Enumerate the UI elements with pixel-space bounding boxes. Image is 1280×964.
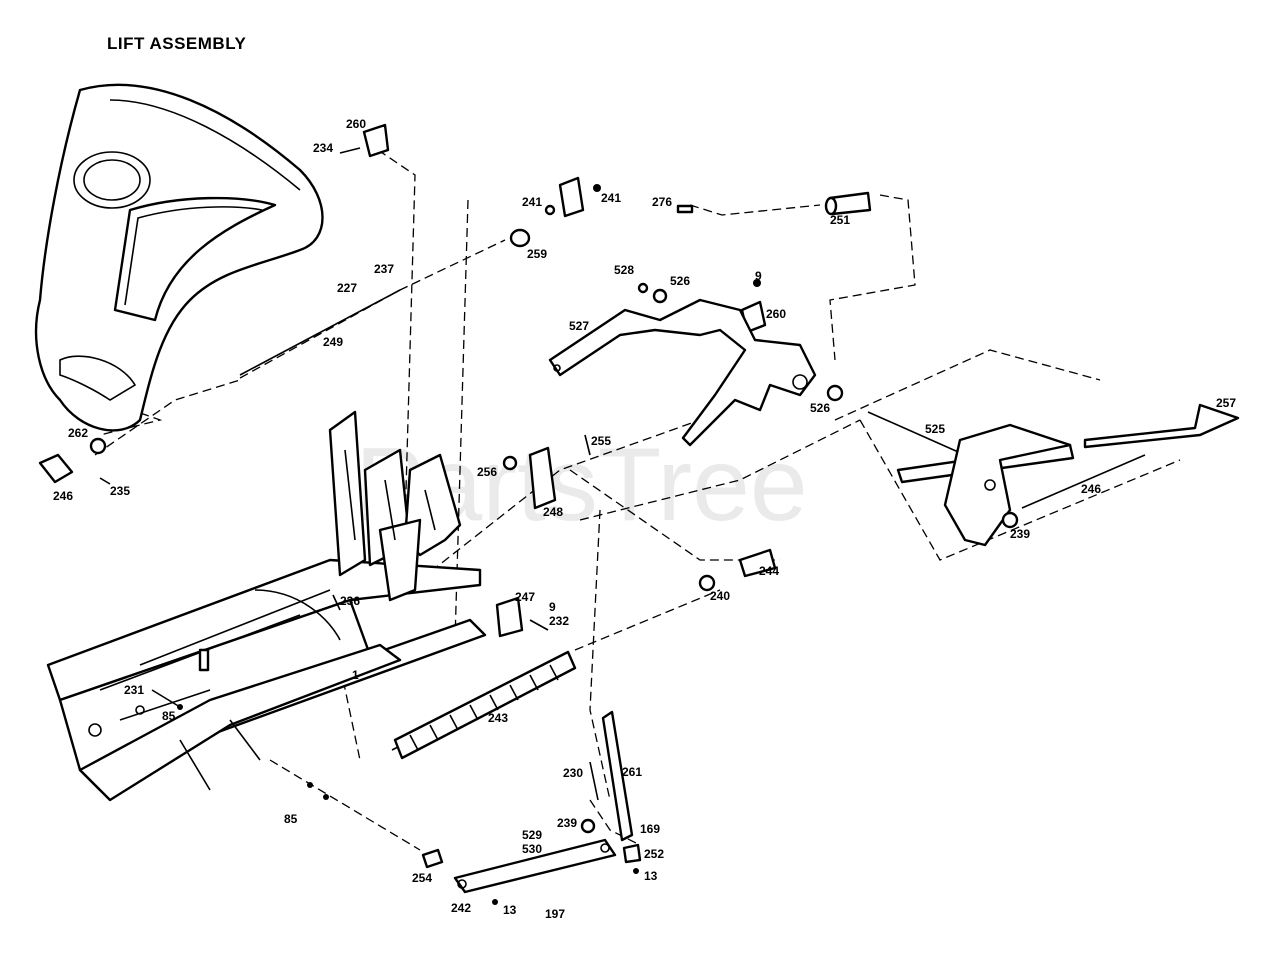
callout-251: 251 (830, 213, 850, 227)
callout-247: 247 (515, 590, 535, 604)
callout-246: 246 (53, 489, 73, 503)
callout-260: 260 (346, 117, 366, 131)
callout-530: 530 (522, 842, 542, 856)
callout-262: 262 (68, 426, 88, 440)
callout-240: 240 (710, 589, 730, 603)
leader-lines (47, 149, 1181, 851)
callout-13: 13 (644, 869, 658, 883)
callout-252: 252 (644, 847, 664, 861)
callout-526: 526 (670, 274, 690, 288)
callout-227: 227 (337, 281, 357, 295)
callout-256: 256 (477, 465, 497, 479)
callout-241: 241 (522, 195, 542, 209)
callout-9: 9 (755, 269, 762, 283)
callout-246: 246 (1081, 482, 1101, 496)
right-pedal-assembly (867, 403, 1240, 547)
callout-276: 276 (652, 195, 672, 209)
callout-261: 261 (622, 765, 642, 779)
diagram-title: LIFT ASSEMBLY (107, 34, 247, 53)
callout-232: 232 (549, 614, 569, 628)
callout-242: 242 (451, 901, 471, 915)
part-labels: 260 234 241 241 276 251 259 237 227 249 … (53, 117, 1236, 921)
callout-260: 260 (766, 307, 786, 321)
lift-arm (548, 298, 817, 447)
callout-1: 1 (352, 668, 359, 682)
callout-13: 13 (503, 903, 517, 917)
callout-259: 259 (527, 247, 547, 261)
callout-235: 235 (110, 484, 130, 498)
small-parts (38, 123, 872, 869)
callout-231: 231 (124, 683, 144, 697)
main-frame (46, 558, 487, 802)
callout-528: 528 (614, 263, 634, 277)
callout-255: 255 (591, 434, 611, 448)
callout-525: 525 (925, 422, 945, 436)
callout-254: 254 (412, 871, 432, 885)
callout-239: 239 (557, 816, 577, 830)
upright-bracket (328, 410, 462, 602)
callout-257: 257 (1216, 396, 1236, 410)
spring-243 (391, 650, 577, 760)
callout-237: 237 (374, 262, 394, 276)
callout-526: 526 (810, 401, 830, 415)
callout-9: 9 (549, 600, 556, 614)
callout-230: 230 (563, 766, 583, 780)
fender-hood (34, 83, 324, 432)
callout-243: 243 (488, 711, 508, 725)
callout-234: 234 (313, 141, 333, 155)
callout-244: 244 (759, 564, 779, 578)
callout-249: 249 (323, 335, 343, 349)
callout-85: 85 (162, 709, 176, 723)
callout-248: 248 (543, 505, 563, 519)
callout-236: 236 (340, 594, 360, 608)
lift-link-lever (453, 710, 642, 905)
callout-241: 241 (601, 191, 621, 205)
callout-169: 169 (640, 822, 660, 836)
callout-527: 527 (569, 319, 589, 333)
callout-197: 197 (545, 907, 565, 921)
callout-85: 85 (284, 812, 298, 826)
callout-239: 239 (1010, 527, 1030, 541)
callout-529: 529 (522, 828, 542, 842)
